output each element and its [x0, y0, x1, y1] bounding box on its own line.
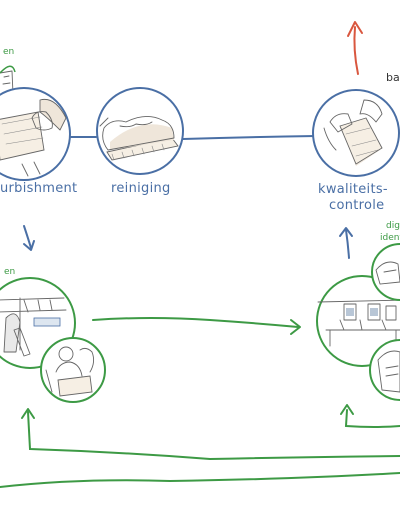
arrow-up-right-icon [340, 404, 354, 415]
kwaliteitscontrole-illustration [312, 89, 400, 177]
refurbishment-label: urbishment [0, 181, 78, 196]
mid-left-label: en [4, 267, 16, 277]
reiniging-label: reiniging [111, 181, 171, 196]
connector-green-bottom [0, 472, 400, 488]
connector-green-loop-left [27, 411, 400, 461]
connector-green-loop-right [344, 409, 400, 428]
arrow-up-left-icon [21, 408, 35, 419]
reiniging-illustration [96, 87, 184, 175]
arrow-up-icon [339, 227, 353, 259]
refurbishment-illustration [0, 87, 71, 181]
connector-reiniging-to-kwaliteit [182, 135, 317, 140]
top-left-label: en [3, 47, 15, 57]
storage-illustration [0, 277, 76, 369]
workers-illustration [40, 337, 106, 403]
arrow-red-icon [347, 21, 363, 75]
kwaliteits-label-line2: controle [329, 198, 385, 213]
digi-label-line1: dig [386, 221, 400, 231]
arrow-right-icon [92, 317, 301, 335]
arrow-down-icon [23, 225, 35, 251]
bac-label: bac [386, 71, 400, 84]
digi-label-line2: ident [380, 233, 400, 243]
digital-tablet-illustration [369, 339, 400, 401]
kwaliteits-label-line1: kwaliteits- [318, 182, 388, 197]
office-illustration [316, 275, 400, 367]
